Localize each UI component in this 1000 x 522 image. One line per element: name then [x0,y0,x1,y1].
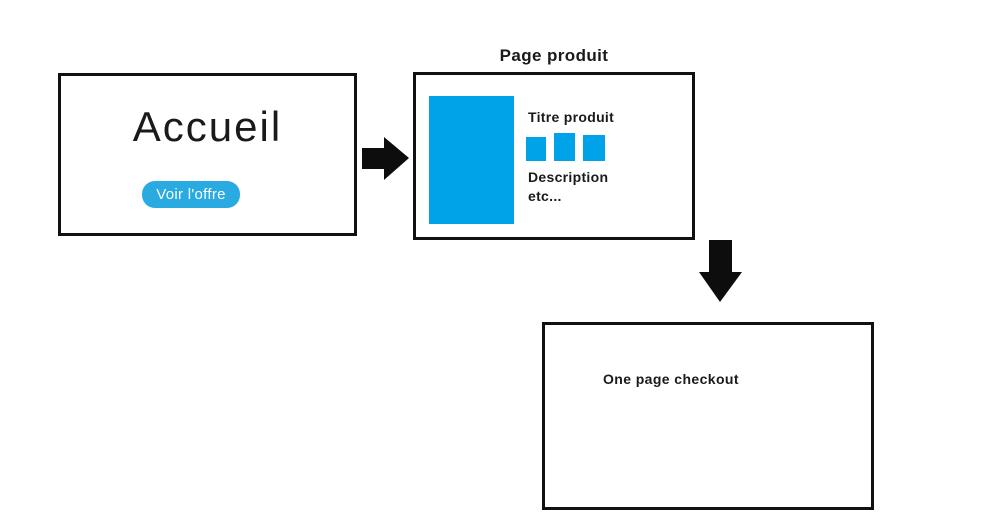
checkout-page-box [542,322,874,510]
accueil-page-box [58,73,357,236]
thumbnail-square [554,133,575,161]
product-description-label: Description etc... [528,168,608,206]
thumbnail-squares [526,133,605,161]
flow-arrow-down-icon [699,240,743,308]
description-line-1: Description [528,169,609,185]
product-title-label: Titre produit [528,109,615,125]
description-line-2: etc... [528,188,562,204]
voir-loffre-button: Voir l'offre [142,181,240,208]
accueil-title: Accueil [132,103,283,150]
product-image-placeholder [429,96,514,224]
thumbnail-square [583,135,605,161]
thumbnail-square [526,137,546,161]
checkout-label: One page checkout [603,371,739,387]
product-page-title: Page produit [499,46,609,65]
flow-arrow-right-icon [362,137,410,186]
